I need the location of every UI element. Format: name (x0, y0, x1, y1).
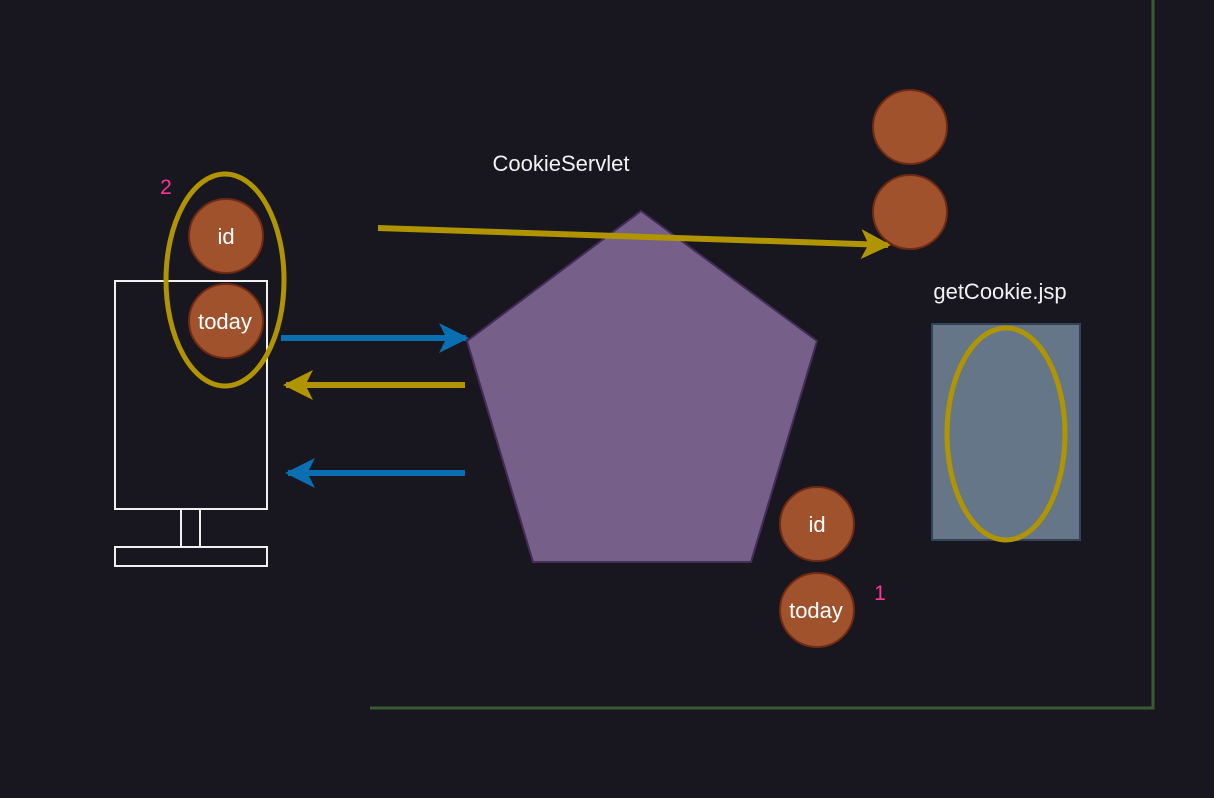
forwarded-cookie-1 (872, 89, 948, 165)
cookie-forward-arrow (377, 225, 891, 260)
browser-cookie-today (188, 283, 264, 359)
server-cookie-id-label: id (808, 512, 825, 537)
browser-cookie-highlight-ellipse (163, 171, 287, 389)
browser-cookie-today-label: today (198, 309, 252, 334)
browser-cookie-id-label: id (217, 224, 234, 249)
browser-cookie-id (188, 198, 264, 274)
jsp-highlight-ellipse (944, 325, 1068, 543)
forwarded-cookie-2 (872, 174, 948, 250)
cookie-servlet-shape (465, 209, 819, 563)
jsp-label: getCookie.jsp (933, 279, 1066, 304)
server-cookie-today-label: today (789, 598, 843, 623)
server-cookie-id (779, 486, 855, 562)
browser-monitor-icon (114, 280, 268, 567)
server-boundary (370, 0, 1155, 710)
step-number-1: 1 (874, 582, 886, 605)
servlet-label: CookieServlet (493, 151, 630, 176)
server-cookie-today (779, 572, 855, 648)
monitor-neck (180, 508, 201, 548)
monitor-base (114, 546, 268, 567)
get-cookie-jsp-shape (931, 323, 1081, 541)
step-number-2: 2 (160, 176, 172, 199)
